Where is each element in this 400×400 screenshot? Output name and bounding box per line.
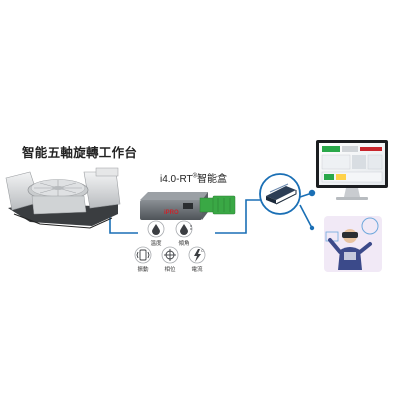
vr-user-image — [324, 216, 382, 272]
monitor-image — [316, 140, 388, 200]
connector-box-hub — [215, 199, 262, 234]
smart-box-suffix: 智能盒 — [197, 174, 228, 185]
lightning-icon — [194, 249, 201, 262]
pressure-icon — [180, 224, 192, 235]
sensor-vibration-circle — [134, 246, 152, 264]
lightning-unit: C — [201, 248, 204, 253]
connector-hub-vr — [299, 204, 313, 229]
droplet-icon — [152, 224, 160, 235]
smart-box-image — [140, 192, 236, 220]
sensor-label-temperature: 溫度 — [150, 241, 162, 247]
phone-vibrate-icon — [136, 249, 150, 261]
target-icon — [164, 249, 176, 261]
smart-box-label: i4.0-RT®智能盒 — [160, 170, 227, 185]
sensor-position-circle — [161, 246, 179, 264]
registered-mark: ® — [192, 173, 198, 180]
diagram-title: 智能五軸旋轉工作台 — [22, 146, 138, 160]
sensor-label-tilt: 傾角 — [178, 241, 190, 247]
sensor-label-position: 相位 — [164, 267, 176, 273]
sensor-temperature-circle — [147, 220, 165, 238]
connector-node-vr — [309, 225, 315, 231]
connector-node — [308, 189, 316, 197]
sensor-label-vibration: 振動 — [137, 267, 149, 273]
sensor-label-current: 電流 — [191, 267, 203, 273]
network-hub-icon — [259, 173, 301, 215]
sensor-current-circle — [188, 246, 206, 264]
smart-box-name: i4.0-RT — [160, 174, 193, 185]
smart-box-brand: iPRO — [164, 210, 179, 216]
rotary-table-image — [5, 167, 121, 229]
